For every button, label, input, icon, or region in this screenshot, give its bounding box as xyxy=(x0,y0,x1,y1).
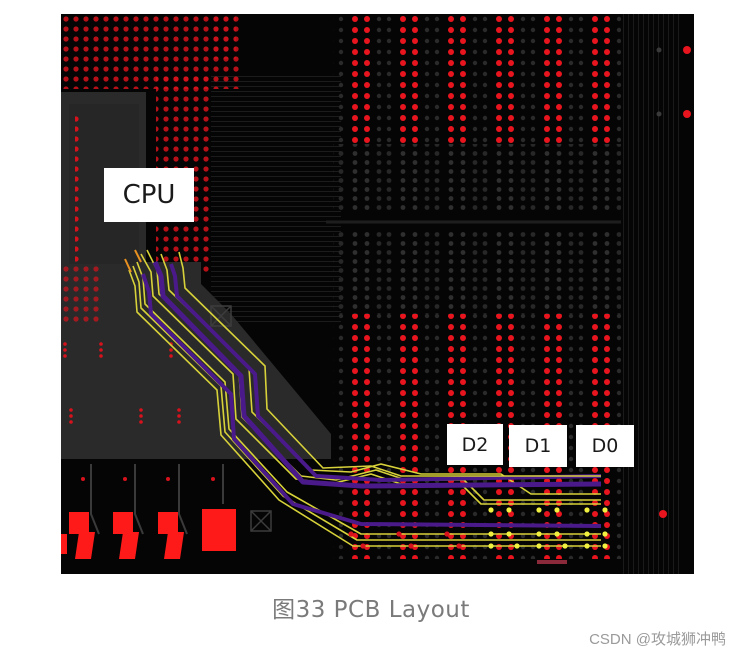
pcb-layout-figure: CPU D2 D1 D0 xyxy=(61,14,694,574)
dram-d2-label: D2 xyxy=(447,424,503,465)
source-watermark: CSDN @攻城狮冲鸭 xyxy=(589,631,726,648)
figure-caption: 图33 PCB Layout xyxy=(272,597,470,623)
cpu-label: CPU xyxy=(104,168,194,222)
pcb-layout-graphic xyxy=(61,14,694,574)
dram-d1-label: D1 xyxy=(509,425,567,467)
dram-d0-label: D0 xyxy=(576,425,634,467)
